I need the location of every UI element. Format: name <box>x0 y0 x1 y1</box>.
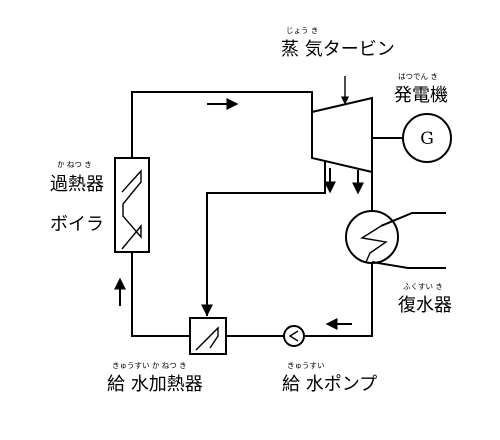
boiler-label: ボイラ <box>50 214 104 235</box>
superheater-label: 過熱器 <box>50 174 104 195</box>
feedwater-return-pipe <box>131 252 190 337</box>
superheater-coil <box>121 169 142 250</box>
feedwater-heater-coil <box>195 326 219 351</box>
generator-ruby: はつでん き <box>398 72 438 81</box>
condensate-pipe <box>304 262 373 337</box>
cooling-water-in <box>380 212 446 227</box>
feedwater-pump-label: 給 水ポンプ <box>282 374 377 395</box>
condenser-coil <box>360 225 388 263</box>
condenser-label: 復水器 <box>398 295 452 316</box>
generator-label: 発電機 <box>394 85 448 106</box>
steam-turbine <box>311 96 373 174</box>
superheater-boiler <box>114 157 150 253</box>
generator-symbol: G <box>420 129 434 149</box>
generator <box>402 113 452 163</box>
feedwater-pump-ruby: きゅうすい <box>287 361 325 370</box>
turbine-ruby: じょう き <box>286 26 318 35</box>
pump-arrow <box>288 330 299 342</box>
superheater-ruby: か ねつ き <box>57 160 92 169</box>
turbine-label: 蒸 気タービン <box>281 39 395 60</box>
condenser <box>345 210 399 264</box>
main-steam-pipe <box>131 91 313 158</box>
feedwater-heater-label: 給 水加熱器 <box>107 374 203 395</box>
extraction-steam-pipe <box>206 160 326 316</box>
feedwater-heater-ruby: きゅうすい か ねつ き <box>112 361 187 370</box>
feedwater-pump <box>283 325 305 347</box>
condenser-ruby: ふくすい き <box>403 282 443 291</box>
feedwater-heater <box>189 317 227 355</box>
cooling-water-out <box>371 261 446 269</box>
